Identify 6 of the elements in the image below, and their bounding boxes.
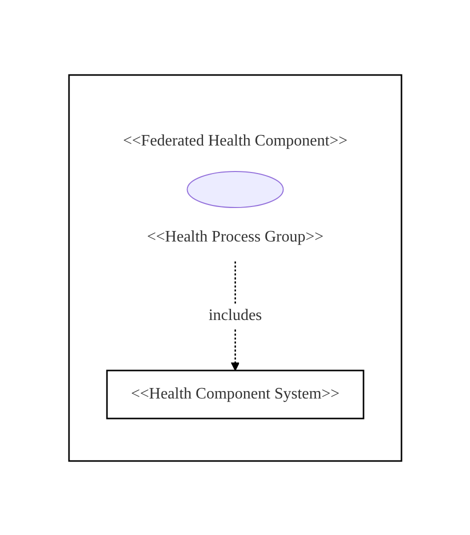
node-ellipse bbox=[186, 170, 284, 208]
cluster bbox=[68, 74, 402, 462]
node-label: <<Federated Health Component>> bbox=[122, 132, 348, 149]
edge-label: includes bbox=[208, 306, 262, 324]
node-box: <<Health Component System>> bbox=[106, 369, 364, 419]
node-label: <<Health Process Group>> bbox=[146, 228, 324, 245]
